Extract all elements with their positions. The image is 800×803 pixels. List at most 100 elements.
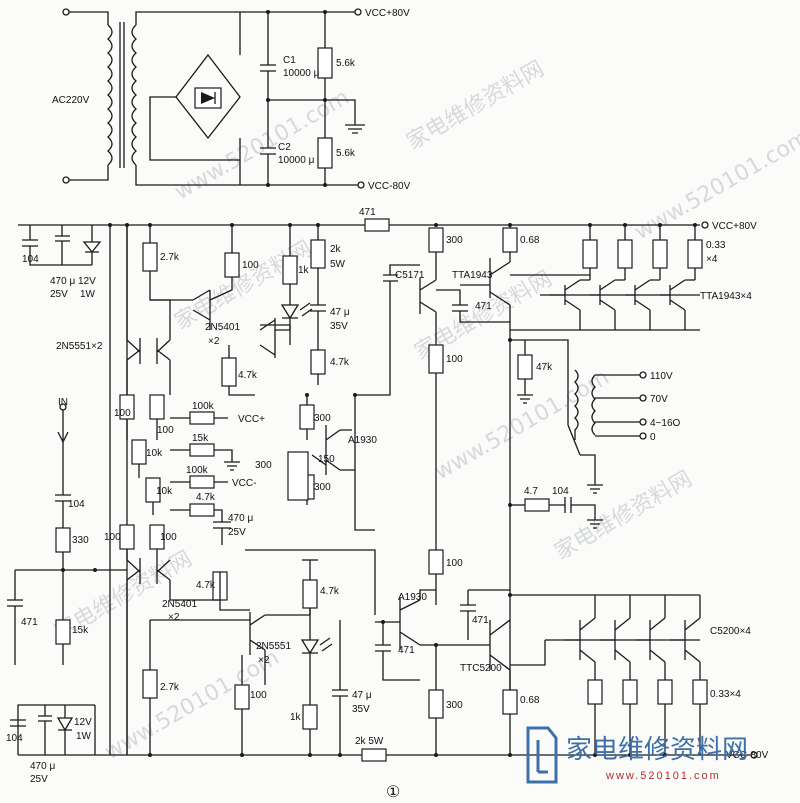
watermark-url: www.520101.com bbox=[431, 365, 614, 485]
component-value: 150 bbox=[318, 454, 335, 465]
transistor-label: TTA1943×4 bbox=[700, 291, 752, 302]
transistor-label: 2N5401 bbox=[162, 599, 197, 610]
transistor-label: A1930 bbox=[398, 592, 427, 603]
component-value: 2.7k bbox=[160, 682, 180, 693]
component-labels: 471 VCC+80V 104 470 μ 25V 12V 1W 2.7k 10… bbox=[6, 207, 769, 801]
component-value: 100k bbox=[192, 401, 215, 412]
component-value: 10k bbox=[146, 448, 163, 459]
component-value: 100 bbox=[446, 354, 463, 365]
watermark-url: www.520101.com bbox=[101, 645, 284, 765]
component-value: 100 bbox=[250, 690, 267, 701]
amplifier-circuit bbox=[7, 218, 758, 762]
component-value: 100k bbox=[186, 465, 209, 476]
component-value: 300 bbox=[446, 700, 463, 711]
supply-label: VCC- bbox=[232, 478, 256, 489]
component-value: 300 bbox=[446, 235, 463, 246]
power-supply: AC220V VCC+80V VCC-80V C1 10000 μ C2 100… bbox=[52, 8, 411, 192]
component-value: 300 bbox=[314, 482, 331, 493]
transistor-label: 2N5401 bbox=[205, 322, 240, 333]
component-value: 4.7k bbox=[238, 370, 258, 381]
supply-label: VCC-80V bbox=[368, 181, 411, 192]
component-label: C5171 bbox=[395, 270, 425, 281]
component-label: C1 bbox=[283, 55, 296, 66]
component-value: 5.6k bbox=[336, 58, 356, 69]
component-value: 2k bbox=[330, 244, 342, 255]
supply-label: VCC+80V bbox=[365, 8, 410, 19]
logo-url: www.520101.com bbox=[605, 770, 721, 782]
terminal-label: 4~16O bbox=[650, 418, 681, 429]
component-value: 0.33×4 bbox=[710, 689, 741, 700]
component-label: C2 bbox=[278, 142, 291, 153]
component-value: 100 bbox=[157, 425, 174, 436]
component-value: 25V bbox=[228, 527, 246, 538]
component-value: 15k bbox=[72, 625, 89, 636]
transistor-label: TTA1943 bbox=[452, 270, 493, 281]
component-value: 471 bbox=[21, 617, 38, 628]
component-value: 100 bbox=[160, 532, 177, 543]
transistor-label: TTC5200 bbox=[460, 663, 502, 674]
component-value: 10k bbox=[156, 486, 173, 497]
component-value: 1k bbox=[298, 265, 310, 276]
site-logo: 家电维修资料网 www.520101.com bbox=[526, 726, 748, 784]
component-value: 47k bbox=[536, 362, 553, 373]
component-value: 4.7k bbox=[196, 492, 216, 503]
supply-label: VCC+ bbox=[238, 414, 265, 425]
transistor-label: A1930 bbox=[348, 435, 377, 446]
input-label: IN bbox=[58, 397, 68, 408]
transistor-label: 2N5551 bbox=[256, 641, 291, 652]
ac-input-label: AC220V bbox=[52, 95, 90, 106]
component-value: 471 bbox=[359, 207, 376, 218]
component-value: 104 bbox=[22, 254, 39, 265]
supply-label: VCC-80V bbox=[726, 750, 769, 761]
terminal-label: 0 bbox=[650, 432, 656, 443]
component-value: 15k bbox=[192, 433, 209, 444]
supply-label: VCC+80V bbox=[712, 221, 757, 232]
component-value: 470 μ bbox=[30, 761, 55, 772]
transistor-label: ×2 bbox=[208, 336, 220, 347]
component-value: 104 bbox=[68, 499, 85, 510]
watermark-text: 家电维修资料网 bbox=[403, 57, 549, 156]
component-value: 104 bbox=[552, 486, 569, 497]
terminal-label: 70V bbox=[650, 394, 668, 405]
component-value: 1W bbox=[80, 289, 96, 300]
component-value: 47 μ bbox=[352, 690, 372, 701]
watermark-text: 家电维修资料网 bbox=[171, 237, 317, 336]
transistor-label: ×2 bbox=[258, 655, 270, 666]
component-value: 1k bbox=[290, 712, 302, 723]
component-value: 5.6k bbox=[336, 148, 356, 159]
component-value: 2.7k bbox=[160, 252, 180, 263]
transistor-label: ×2 bbox=[168, 612, 180, 623]
component-value: 104 bbox=[6, 733, 23, 744]
component-value: 470 μ bbox=[228, 513, 253, 524]
component-value: 4.7k bbox=[196, 580, 216, 591]
transistor-label: 2N5551×2 bbox=[56, 341, 103, 352]
component-value: 300 bbox=[255, 460, 272, 471]
component-value: 35V bbox=[352, 704, 370, 715]
component-value: 12V bbox=[78, 276, 96, 287]
component-value: 25V bbox=[30, 774, 48, 785]
transistor-label: C5200×4 bbox=[710, 626, 751, 637]
component-value: 100 bbox=[114, 408, 131, 419]
component-value: 0.68 bbox=[520, 695, 540, 706]
component-value: 12V bbox=[74, 717, 92, 728]
component-value: 10000 μ bbox=[278, 155, 315, 166]
component-value: 470 μ bbox=[50, 276, 75, 287]
component-value: 10000 μ bbox=[283, 68, 320, 79]
component-value: 100 bbox=[446, 558, 463, 569]
component-value: 1W bbox=[76, 731, 92, 742]
terminal-label: 110V bbox=[650, 371, 673, 382]
component-value: 330 bbox=[72, 535, 89, 546]
component-value: 25V bbox=[50, 289, 68, 300]
component-value: 471 bbox=[472, 615, 489, 626]
component-value: 35V bbox=[330, 321, 348, 332]
logo-text: 家电维修资料网 bbox=[566, 735, 748, 765]
watermark-text: 家电维修资料网 bbox=[551, 467, 697, 566]
component-value: 4.7k bbox=[330, 357, 350, 368]
component-value: 2k 5W bbox=[355, 736, 384, 747]
component-value: 471 bbox=[475, 301, 492, 312]
component-value: 4.7 bbox=[524, 486, 538, 497]
component-value: 47 μ bbox=[330, 307, 350, 318]
component-value: 0.33 bbox=[706, 240, 726, 251]
component-value: 100 bbox=[104, 532, 121, 543]
